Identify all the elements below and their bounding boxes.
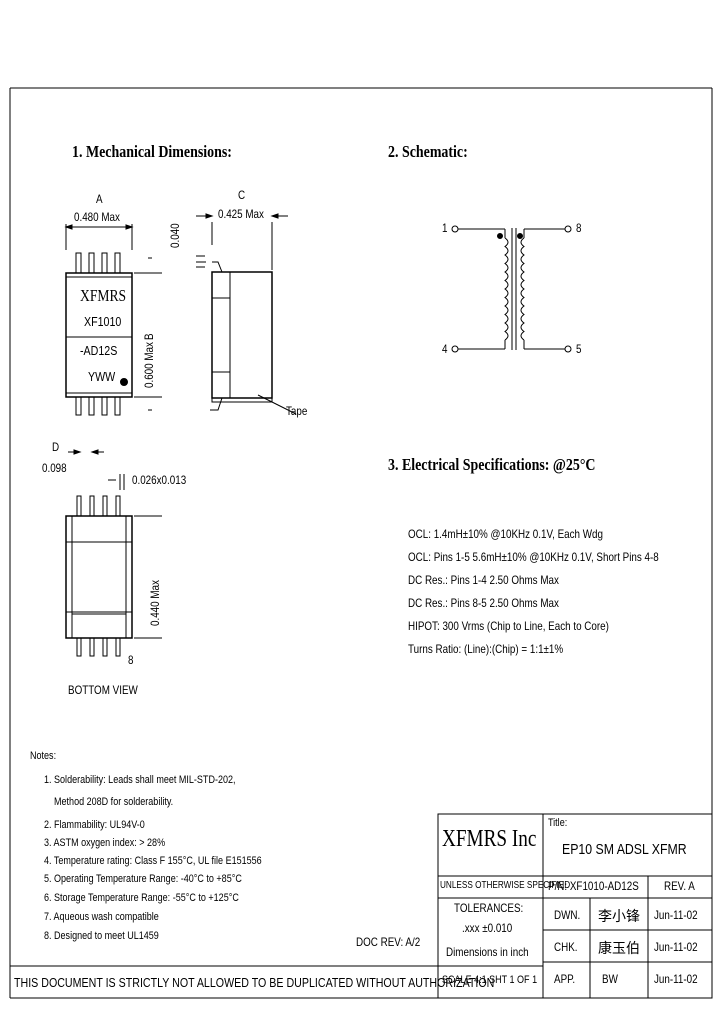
dim-c-letter: C (238, 188, 246, 202)
duplication-notice: THIS DOCUMENT IS STRICTLY NOT ALLOWED TO… (14, 975, 495, 990)
bottom-view-label: BOTTOM VIEW (68, 683, 138, 697)
drawn-label: DWN. (554, 908, 581, 922)
note-item: 6. Storage Temperature Range: -55°C to +… (44, 892, 239, 904)
revision: REV. A (664, 879, 695, 893)
spec-line: DC Res.: Pins 1-4 2.50 Ohms Max (408, 573, 559, 587)
schematic-pin-5: 5 (576, 342, 582, 356)
drawn-by: 李小锋 (598, 908, 640, 924)
dimensions-unit: Dimensions in inch (446, 945, 529, 959)
spec-line: DC Res.: Pins 8-5 2.50 Ohms Max (408, 596, 559, 610)
notes-title: Notes: (30, 750, 57, 762)
note-item: Method 208D for solderability. (44, 796, 174, 808)
electrical-specifications-heading: 3. Electrical Specifications: @25°C (388, 455, 596, 474)
spec-line: OCL: Pins 1-5 5.6mH±10% @10KHz 0.1V, Sho… (408, 550, 659, 564)
title-block-grid (10, 813, 713, 999)
drawn-date: Jun-11-02 (654, 908, 698, 922)
note-item: 3. ASTM oxygen index: > 28% (44, 837, 166, 849)
tolerance-value: .xxx ±0.010 (462, 921, 513, 935)
part-brand: XFMRS (80, 286, 127, 305)
dim-a-value: 0.480 Max (74, 210, 120, 224)
part-number: P/N: XF1010-AD12S (548, 879, 639, 893)
checked-by: 康玉伯 (598, 940, 640, 956)
dim-a-letter: A (96, 192, 103, 206)
note-item: 1. Solderability: Leads shall meet MIL-S… (44, 774, 236, 786)
part-line-2: -AD12S (80, 343, 118, 358)
tolerance-header: UNLESS OTHERWISE SPECIFIED (440, 880, 571, 891)
title-value: EP10 SM ADSL XFMR (562, 841, 687, 858)
note-item: 4. Temperature rating: Class F 155°C, UL… (44, 855, 262, 867)
mechanical-dimensions-heading: 1. Mechanical Dimensions: (72, 142, 232, 161)
dim-d-value: 0.098 (42, 461, 67, 475)
primary-winding (504, 237, 509, 341)
doc-revision: DOC REV: A/2 (356, 935, 421, 949)
side-view-outline (196, 261, 297, 415)
schematic-transformer (451, 225, 572, 353)
approved-label: APP. (554, 972, 576, 986)
spec-line: Turns Ratio: (Line):(Chip) = 1:1±1% (408, 642, 564, 656)
part-line-3: YWW (88, 369, 116, 384)
company-name: XFMRS Inc (442, 826, 537, 852)
note-item: 2. Flammability: UL94V-0 (44, 819, 145, 831)
schematic-pin-4: 4 (442, 342, 448, 356)
checked-label: CHK. (554, 940, 578, 954)
part-line-1: XF1010 (84, 314, 122, 329)
bottom-pin-8-label: 8 (128, 653, 134, 667)
tape-label: Tape (286, 404, 308, 418)
scale-sheet: SCALE 4:1 SHT 1 OF 1 (442, 974, 538, 986)
secondary-winding (520, 237, 525, 341)
top-view-outline (65, 252, 152, 416)
note-item: 7. Aqueous wash compatible (44, 911, 159, 923)
approved-date: Jun-11-02 (654, 972, 698, 986)
title-label: Title: (548, 817, 568, 829)
lead-dimension: 0.026x0.013 (132, 473, 187, 487)
bottom-view-outline (65, 495, 133, 657)
schematic-pin-1: 1 (442, 221, 448, 235)
schematic-pin-8: 8 (576, 221, 582, 235)
tolerances-label: TOLERANCES: (454, 901, 524, 915)
note-item: 5. Operating Temperature Range: -40°C to… (44, 873, 242, 885)
note-item: 8. Designed to meet UL1459 (44, 930, 159, 942)
dim-d-letter: D (52, 440, 60, 454)
spec-line: OCL: 1.4mH±10% @10KHz 0.1V, Each Wdg (408, 527, 603, 541)
approved-by: BW (602, 972, 618, 986)
checked-date: Jun-11-02 (654, 940, 698, 954)
dim-c-value: 0.425 Max (218, 207, 264, 221)
spec-line: HIPOT: 300 Vrms (Chip to Line, Each to C… (408, 619, 609, 633)
schematic-heading: 2. Schematic: (388, 142, 468, 161)
